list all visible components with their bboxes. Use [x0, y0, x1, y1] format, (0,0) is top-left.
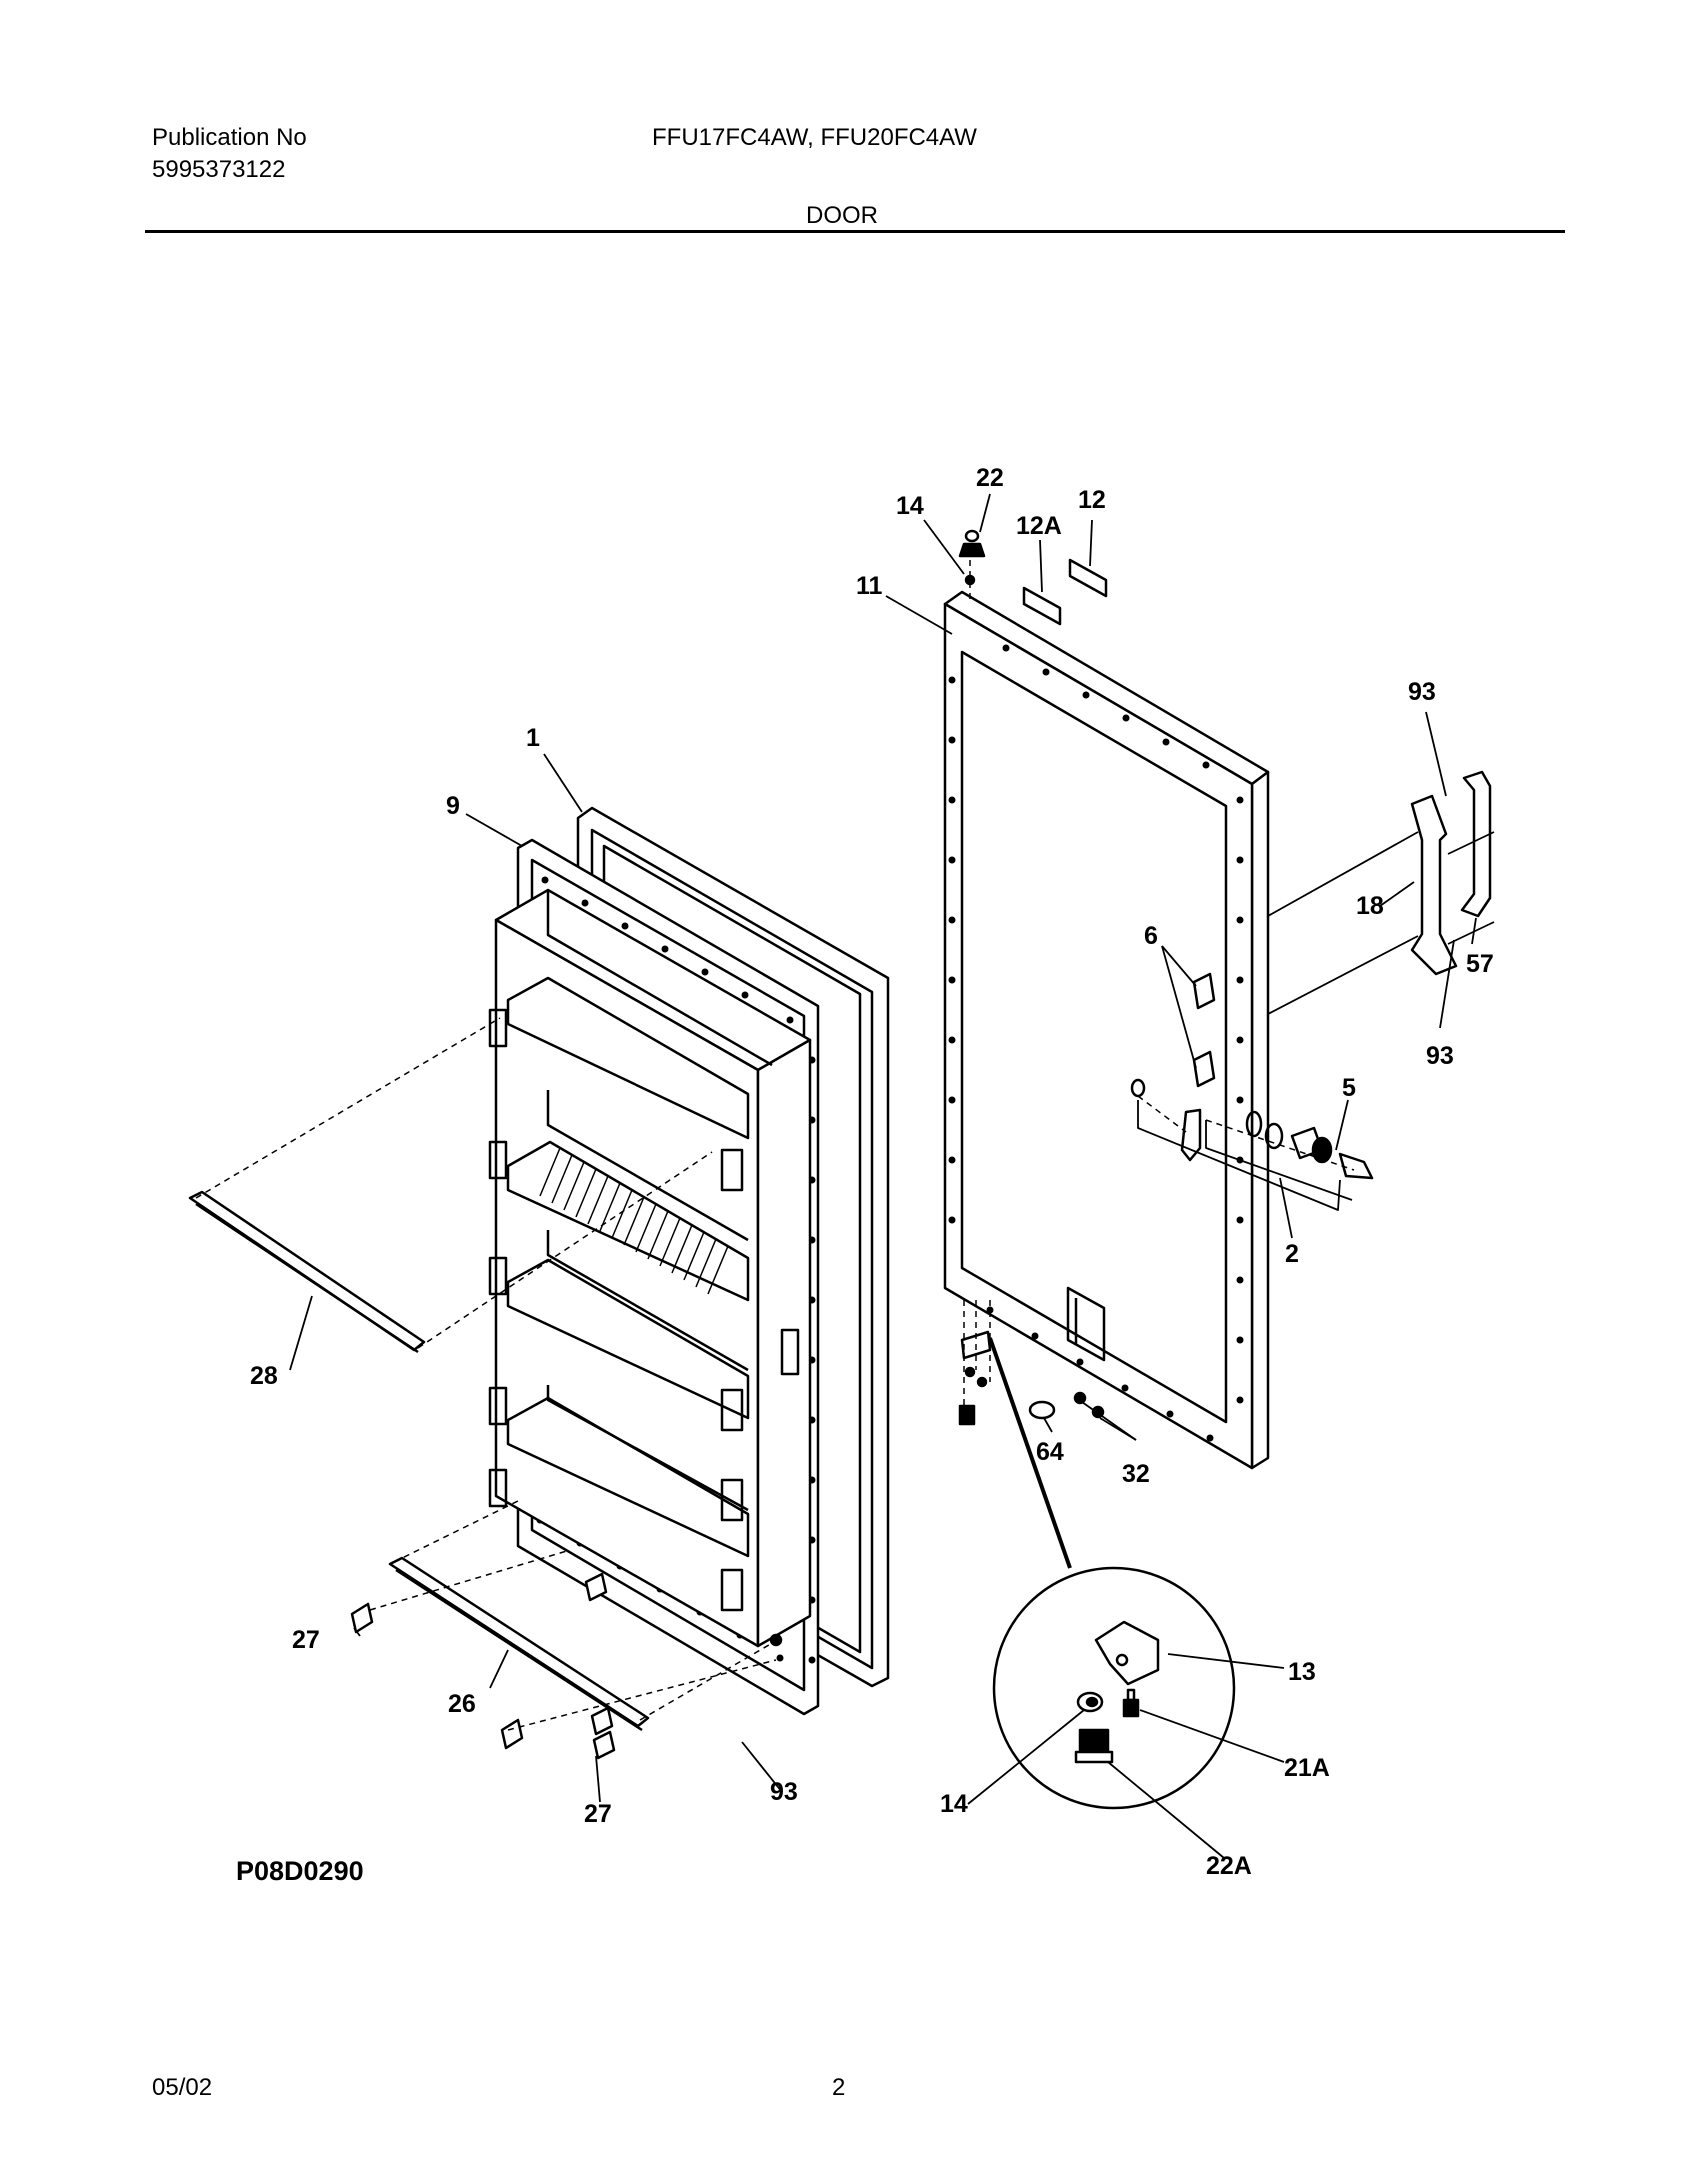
callout-27-left: 27: [292, 1626, 320, 1654]
callout-12a: 12A: [1016, 512, 1062, 540]
model-numbers: FFU17FC4AW, FFU20FC4AW: [652, 124, 977, 151]
callout-11: 11: [856, 572, 883, 600]
lock-assembly: [1245, 1110, 1374, 1180]
publication-date: 05/02: [152, 2074, 213, 2101]
solid-guide-lines: [1137, 831, 1495, 1211]
callout-93-top: 93: [1408, 678, 1436, 706]
callout-28: 28: [250, 1362, 278, 1390]
leader-lines: [289, 493, 1477, 1859]
section-title: DOOR: [806, 202, 878, 229]
callout-93-mid: 93: [1426, 1042, 1454, 1070]
callout-5: 5: [1342, 1074, 1356, 1102]
callout-32: 32: [1122, 1460, 1150, 1488]
shelf-rail-28: [188, 1190, 426, 1354]
publication-number: 5995373122: [152, 156, 286, 183]
wire-shelf: [539, 1147, 729, 1295]
alignment-lines: [195, 560, 1355, 1731]
callout-2: 2: [1285, 1240, 1299, 1268]
handle-cover: [1460, 770, 1492, 918]
callout-27-bottom: 27: [584, 1800, 612, 1828]
callout-64: 64: [1036, 1438, 1064, 1466]
callout-1: 1: [526, 724, 540, 752]
callout-13: 13: [1288, 1658, 1316, 1686]
outer-door-panel: [943, 590, 1270, 1470]
plugs-and-screws: [350, 1572, 783, 1760]
callout-6: 6: [1144, 922, 1158, 950]
hinge-brackets: [1130, 972, 1216, 1162]
callout-57: 57: [1466, 950, 1494, 978]
figure-code: P08D0290: [236, 1856, 364, 1886]
callout-14-top: 14: [896, 492, 924, 520]
callout-12: 12: [1078, 486, 1106, 514]
callout-22-top: 22: [976, 464, 1004, 492]
door-handle: [1410, 794, 1458, 976]
inner-liner-body: [488, 888, 812, 1648]
callout-18: 18: [1356, 892, 1384, 920]
callout-22a: 22A: [1206, 1852, 1252, 1880]
outer-panel-holes: [948, 644, 1244, 1442]
callout-26: 26: [448, 1690, 476, 1718]
callout-14-detail: 14: [940, 1790, 968, 1818]
publication-label: Publication No: [152, 124, 307, 151]
header-rule: [145, 230, 1565, 233]
hinge-detail-circle: [988, 1337, 1236, 1810]
top-hardware: [958, 529, 1108, 626]
page-number: 2: [832, 2074, 846, 2101]
callout-labels: 1 2 5 6 9 11 12 12A 13 14 14 18 21A 22 2…: [250, 464, 1494, 1880]
callout-21a: 21A: [1284, 1754, 1330, 1782]
callout-93-bottom: 93: [770, 1778, 798, 1806]
callout-9: 9: [446, 792, 460, 820]
